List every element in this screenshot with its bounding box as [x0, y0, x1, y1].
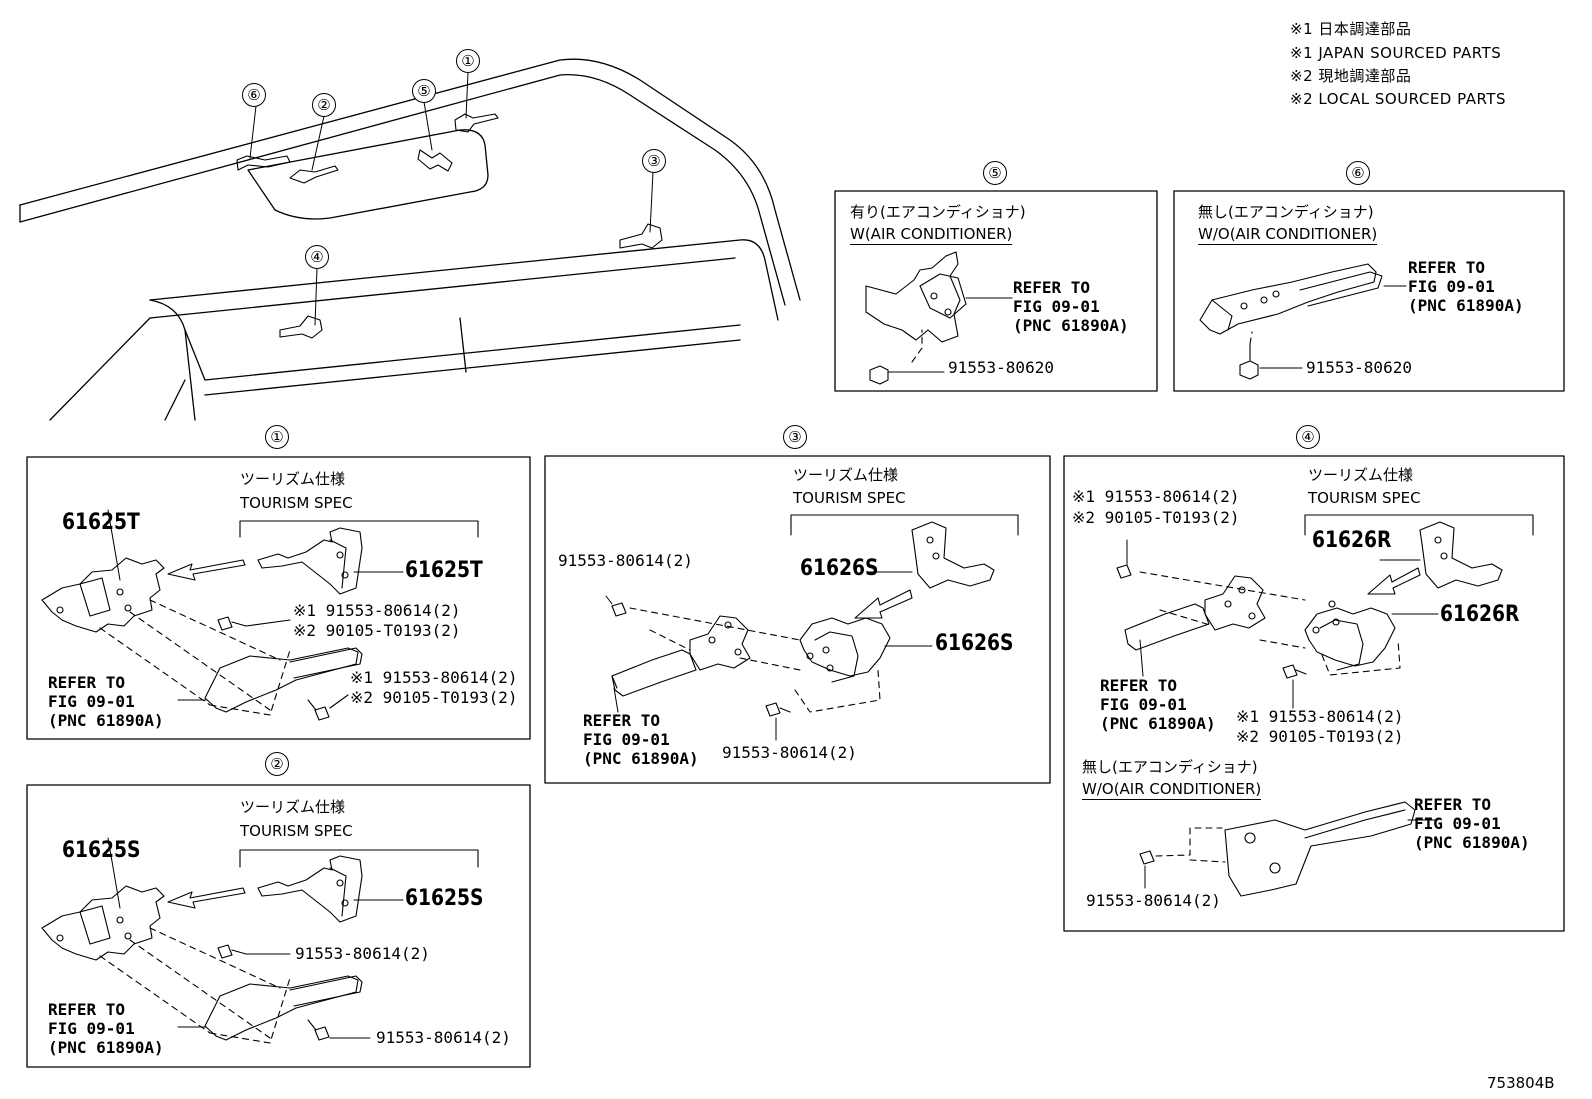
panel6-refer: REFER TO FIG 09-01 (PNC 61890A)	[1408, 258, 1524, 315]
panel1-bolt2-a: ※1 91553-80614(2)	[350, 668, 518, 687]
panel5-refer: REFER TO FIG 09-01 (PNC 61890A)	[1013, 278, 1129, 335]
overview-callout-4: ④	[305, 245, 329, 269]
panel6-callout: ⑥	[1346, 161, 1370, 185]
panel6-label-en: W/O(AIR CONDITIONER)	[1198, 225, 1378, 245]
panel2-box	[26, 784, 531, 1068]
panel5-hinge-drawing	[865, 251, 1013, 385]
legend-line-4: ※2 LOCAL SOURCED PARTS	[1290, 90, 1506, 108]
panel2-bolt2: 91553-80614(2)	[376, 1028, 511, 1047]
panel1-bolt1-b: ※2 90105-T0193(2)	[293, 621, 461, 640]
legend-line-3: ※2 現地調達部品	[1290, 67, 1412, 85]
panel2-part-left: 61625S	[62, 838, 141, 863]
panel4-spec-en: TOURISM SPEC	[1308, 489, 1421, 507]
panel4-bolt1-a: ※1 91553-80614(2)	[1072, 487, 1240, 506]
panel1-callout: ①	[265, 425, 289, 449]
figure-code: 753804B	[1487, 1074, 1555, 1092]
legend-line-1: ※1 日本調達部品	[1290, 20, 1412, 38]
vehicle-roof-outline	[19, 58, 801, 421]
overview-callout-5: ⑤	[412, 79, 436, 103]
panel2-part-right: 61625S	[405, 886, 484, 911]
panel1-bolt2-b: ※2 90105-T0193(2)	[350, 688, 518, 707]
panel4-box	[1063, 455, 1565, 932]
panel2-bolt1: 91553-80614(2)	[295, 944, 430, 963]
panel4-bolt2-b: ※2 90105-T0193(2)	[1236, 727, 1404, 746]
panel2-refer: REFER TO FIG 09-01 (PNC 61890A)	[48, 1000, 164, 1057]
panel6-bolt: 91553-80620	[1306, 358, 1412, 377]
panel2-spec-en: TOURISM SPEC	[240, 822, 353, 840]
panel4-bolt2-a: ※1 91553-80614(2)	[1236, 707, 1404, 726]
panel4-part-top: 61626R	[1312, 528, 1392, 553]
panel4-wo-jp: 無し(エアコンディショナ)	[1082, 758, 1258, 776]
panel1-refer: REFER TO FIG 09-01 (PNC 61890A)	[48, 673, 164, 730]
panel3-refer: REFER TO FIG 09-01 (PNC 61890A)	[583, 711, 699, 768]
panel3-callout: ③	[783, 425, 807, 449]
spec-brackets	[239, 514, 1534, 868]
panel3-box	[544, 455, 1051, 784]
panel1-box	[26, 456, 531, 740]
overview-callout-3: ③	[642, 149, 666, 173]
panel1-part-left: 61625T	[62, 510, 140, 535]
panel4-refer2: REFER TO FIG 09-01 (PNC 61890A)	[1414, 795, 1530, 852]
roof-hinge-parts	[236, 113, 663, 339]
panel1-part-right: 61625T	[405, 558, 483, 583]
panel3-hinge-drawing	[605, 521, 995, 741]
panel5-label-en: W(AIR CONDITIONER)	[850, 225, 1013, 245]
panel6-label-jp: 無し(エアコンディショナ)	[1198, 203, 1374, 221]
panel5-callout: ⑤	[983, 161, 1007, 185]
panel4-part-right: 61626R	[1440, 602, 1520, 627]
panel1-spec-en: TOURISM SPEC	[240, 494, 353, 512]
panel4-callout: ④	[1296, 425, 1320, 449]
panel5-label-jp: 有り(エアコンディショナ)	[850, 203, 1026, 221]
panel4-refer: REFER TO FIG 09-01 (PNC 61890A)	[1100, 676, 1216, 733]
panel4-bolt3: 91553-80614(2)	[1086, 891, 1221, 910]
panel4-bolt1-b: ※2 90105-T0193(2)	[1072, 508, 1240, 527]
panel1-bolt1-a: ※1 91553-80614(2)	[293, 601, 461, 620]
panel3-part-right: 61626S	[935, 631, 1014, 656]
panel3-part-top: 61626S	[800, 556, 879, 581]
panel1-hinge-drawing	[41, 509, 404, 721]
overview-leaders	[249, 71, 654, 326]
panel2-hinge-drawing	[41, 837, 404, 1044]
panel3-bolt1: 91553-80614(2)	[558, 551, 693, 570]
panel1-spec-jp: ツーリズム仕様	[240, 470, 346, 488]
overview-callout-1: ①	[456, 49, 480, 73]
panel4-hinge-drawing	[1116, 521, 1503, 897]
panel6-box	[1173, 190, 1565, 392]
legend-line-2: ※1 JAPAN SOURCED PARTS	[1290, 44, 1502, 62]
panel3-spec-en: TOURISM SPEC	[793, 489, 906, 507]
panel4-wo-en: W/O(AIR CONDITIONER)	[1082, 780, 1262, 800]
panel3-spec-jp: ツーリズム仕様	[793, 466, 899, 484]
panel6-hinge-drawing	[1199, 263, 1407, 380]
panel5-bolt: 91553-80620	[948, 358, 1054, 377]
panel5-box	[834, 190, 1158, 392]
overview-callout-6: ⑥	[242, 83, 266, 107]
panel2-spec-jp: ツーリズム仕様	[240, 798, 346, 816]
panel2-callout: ②	[265, 752, 289, 776]
overview-callout-2: ②	[312, 93, 336, 117]
panel4-spec-jp: ツーリズム仕様	[1308, 466, 1414, 484]
panel3-bolt2: 91553-80614(2)	[722, 743, 857, 762]
